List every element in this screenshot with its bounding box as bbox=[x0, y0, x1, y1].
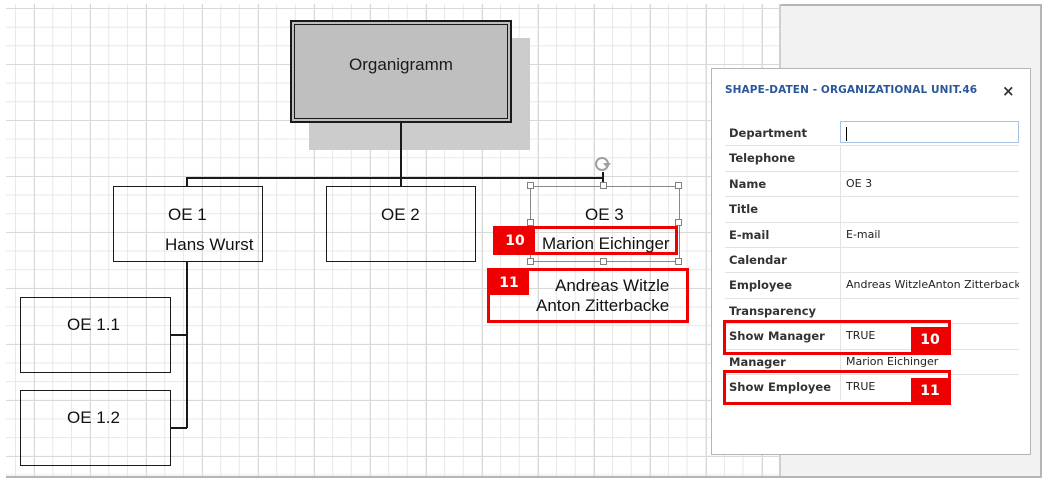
field-label: Show Manager bbox=[729, 329, 825, 344]
unit-label: OE 3 bbox=[585, 205, 624, 224]
marker-11-badge: 11 bbox=[489, 270, 529, 295]
field-row-title: Title bbox=[725, 197, 1019, 223]
field-row-department: Department bbox=[725, 121, 1019, 147]
highlight-show-employee-row bbox=[723, 370, 951, 405]
field-label: E-mail bbox=[729, 227, 770, 242]
selection-handle[interactable] bbox=[600, 182, 607, 189]
text-cursor bbox=[846, 127, 847, 141]
connector-oe12 bbox=[170, 427, 187, 429]
selection-handle[interactable] bbox=[675, 182, 682, 189]
field-row-transparency: Transparency bbox=[725, 298, 1019, 325]
field-label: Calendar bbox=[729, 252, 787, 267]
unit-shape-oe1-1[interactable]: OE 1.1 bbox=[20, 297, 171, 373]
field-label: Show Employee bbox=[729, 379, 832, 394]
show-manager-field[interactable]: TRUE bbox=[840, 324, 1019, 349]
oe3-manager-text: Marion Eichinger bbox=[542, 234, 670, 253]
field-row-show-manager: Show Manager TRUE bbox=[725, 324, 1019, 350]
selection-handle[interactable] bbox=[527, 182, 534, 189]
department-input[interactable] bbox=[840, 121, 1019, 143]
unit-label: OE 1 bbox=[168, 205, 207, 224]
show-employee-field[interactable]: TRUE bbox=[840, 374, 1019, 401]
panel-title: SHAPE-DATEN - ORGANIZATIONAL UNIT.46 bbox=[725, 84, 978, 96]
connector-oe1-up bbox=[186, 177, 188, 187]
root-shape-label: Organigramm bbox=[349, 55, 453, 74]
unit-shape-oe1-2[interactable]: OE 1.2 bbox=[20, 390, 171, 466]
selection-handle[interactable] bbox=[675, 258, 682, 265]
marker-10-badge: 10 bbox=[495, 228, 535, 253]
highlight-employees-on-shape bbox=[487, 268, 689, 323]
shape-data-panel: SHAPE-DATEN - ORGANIZATIONAL UNIT.46 × D… bbox=[711, 68, 1031, 455]
close-icon[interactable]: × bbox=[1002, 82, 1015, 100]
email-field[interactable]: E-mail bbox=[840, 222, 1019, 247]
unit-label: OE 1.2 bbox=[67, 408, 120, 427]
connector-root-down bbox=[400, 123, 402, 186]
rotate-handle-icon[interactable] bbox=[595, 157, 611, 171]
connector-oe3-up bbox=[602, 172, 604, 186]
selection-handle[interactable] bbox=[527, 258, 534, 265]
unit-shape-oe1[interactable]: OE 1 Hans Wurst bbox=[113, 186, 263, 262]
oe3-employee-2: Anton Zitterbacke bbox=[536, 296, 670, 315]
transparency-field[interactable] bbox=[840, 298, 1019, 324]
connector-oe11 bbox=[170, 334, 187, 336]
field-row-calendar: Calendar bbox=[725, 247, 1019, 274]
title-field[interactable] bbox=[840, 197, 1019, 222]
field-row-email: E-mail E-mail bbox=[725, 222, 1019, 248]
field-row-employee: Employee Andreas WitzleAnton Zitterbacke bbox=[725, 273, 1019, 299]
field-label: Name bbox=[729, 176, 767, 191]
root-shape-inner-border bbox=[294, 24, 508, 119]
field-label: Telephone bbox=[729, 151, 796, 166]
unit-label: OE 1.1 bbox=[67, 315, 120, 334]
employee-field[interactable]: Andreas WitzleAnton Zitterbacke bbox=[840, 273, 1019, 298]
field-label: Transparency bbox=[729, 303, 817, 318]
field-row-show-employee: Show Employee TRUE bbox=[725, 374, 1019, 401]
field-row-manager: Manager Marion Eichinger bbox=[725, 349, 1019, 375]
selection-handle[interactable] bbox=[527, 219, 534, 226]
highlight-manager-on-shape bbox=[493, 226, 678, 255]
field-label: Manager bbox=[729, 354, 786, 369]
root-shape-organigramm[interactable]: Organigramm bbox=[290, 20, 512, 123]
field-row-telephone: Telephone bbox=[725, 146, 1019, 172]
telephone-field[interactable] bbox=[840, 146, 1019, 171]
selection-handle[interactable] bbox=[675, 219, 682, 226]
unit-shape-oe2[interactable]: OE 2 bbox=[326, 186, 476, 262]
connector-horizontal-bus bbox=[186, 177, 603, 179]
marker-10-badge-panel: 10 bbox=[911, 327, 949, 353]
field-row-name: Name OE 3 bbox=[725, 171, 1019, 198]
unit-manager: Hans Wurst bbox=[165, 235, 254, 254]
connector-oe1-down bbox=[186, 261, 188, 418]
highlight-show-manager-row bbox=[723, 320, 951, 355]
name-field[interactable]: OE 3 bbox=[840, 171, 1019, 197]
marker-11-badge-panel: 11 bbox=[911, 378, 949, 404]
unit-label: OE 2 bbox=[381, 205, 420, 224]
calendar-field[interactable] bbox=[840, 247, 1019, 273]
field-label: Title bbox=[729, 202, 759, 217]
connector-oe1-down-ext bbox=[186, 400, 188, 428]
field-label: Department bbox=[729, 126, 807, 140]
field-label: Employee bbox=[729, 278, 793, 293]
oe3-employee-1: Andreas Witzle bbox=[555, 276, 670, 295]
selection-handle[interactable] bbox=[600, 258, 607, 265]
shape-data-table: Department Telephone Name OE 3 Title E-m… bbox=[725, 121, 1019, 401]
manager-field[interactable]: Marion Eichinger bbox=[840, 349, 1019, 374]
